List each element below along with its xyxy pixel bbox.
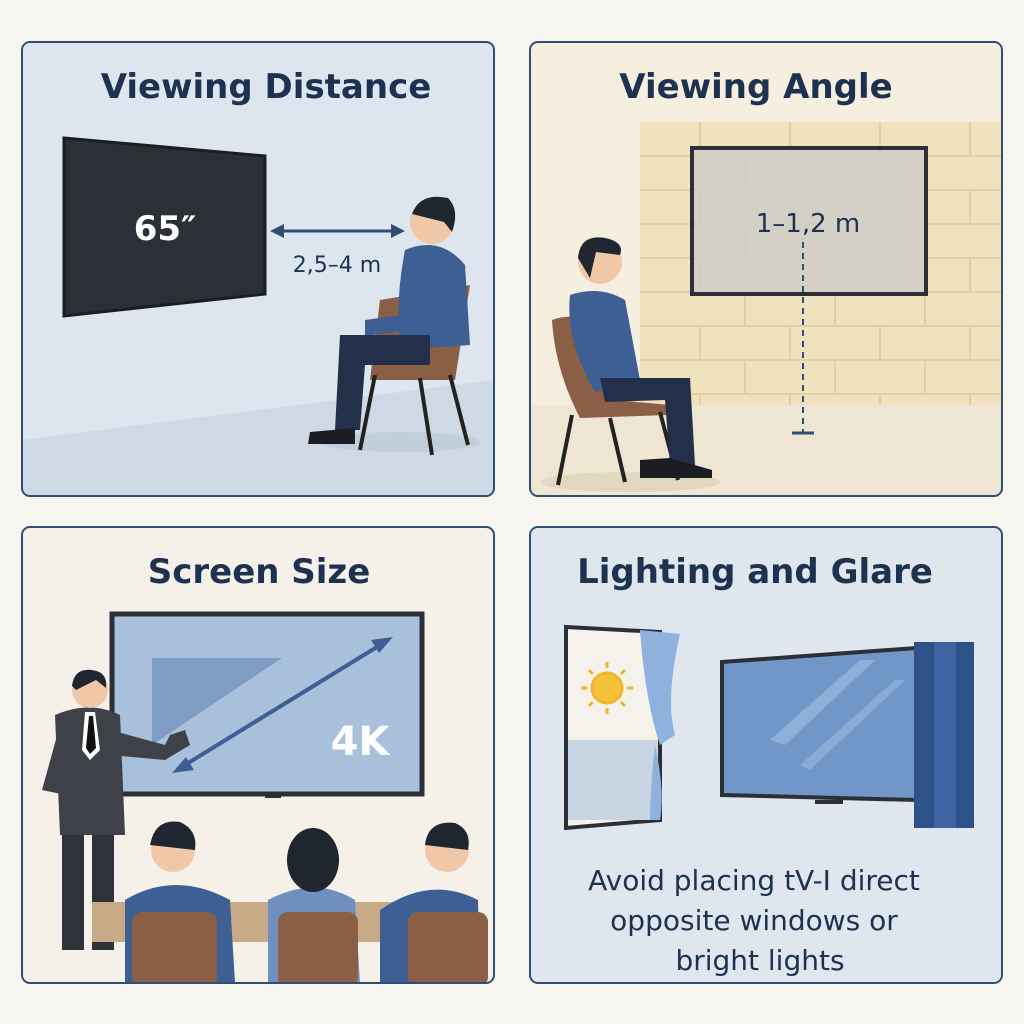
window	[564, 624, 680, 831]
distance-arrow	[270, 224, 405, 238]
mount-height-label: 1–1,2 m	[756, 209, 860, 239]
seated-viewer	[540, 237, 720, 492]
note-line-2: opposite windows or	[610, 904, 898, 937]
curtain	[914, 642, 974, 828]
panel-lighting-glare: Avoid placing tV-I direct opposite windo…	[529, 526, 1003, 984]
tv-with-glare	[720, 645, 918, 804]
panel-viewing-distance: 65″ 2,5–4 m Viewing	[21, 41, 495, 497]
panel-title: Screen Size	[148, 552, 371, 592]
seated-viewer	[308, 196, 480, 456]
audience	[125, 821, 488, 982]
resolution-label: 4K	[331, 719, 392, 765]
panel-viewing-angle: 1–1,2 m Viewing Angle	[529, 41, 1003, 497]
panel-title: Lighting and Glare	[577, 552, 933, 592]
tv-size-label: 65″	[134, 209, 197, 249]
tv-65-inch: 65″	[62, 136, 267, 318]
wall-mounted-tv: 1–1,2 m	[690, 146, 928, 435]
note-line-1: Avoid placing tV-I direct	[588, 864, 920, 897]
distance-label: 2,5–4 m	[293, 253, 381, 278]
presenter	[42, 669, 190, 950]
large-4k-tv: 4K	[109, 611, 425, 798]
panel-title: Viewing Angle	[619, 67, 892, 107]
panel-title: Viewing Distance	[101, 67, 432, 107]
note-line-3: bright lights	[675, 944, 844, 977]
sun-icon	[581, 662, 633, 714]
panel-screen-size: 4K	[21, 526, 495, 984]
